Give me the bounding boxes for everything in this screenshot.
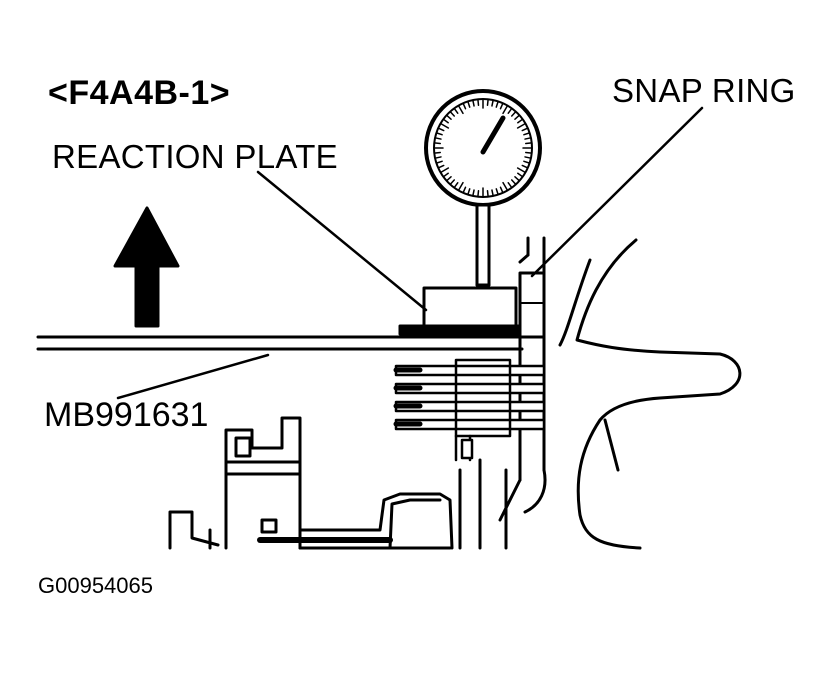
gauge-tick [499, 102, 504, 110]
gauge-tick [517, 118, 524, 124]
gauge-tick [442, 118, 449, 124]
gauge-tick [477, 98, 480, 106]
gauge-tick [495, 188, 499, 196]
gauge-tick [445, 114, 452, 120]
clutch-plate-stack [393, 358, 546, 462]
gauge-tick [435, 160, 443, 164]
gauge-tick [467, 188, 471, 196]
up-arrow-icon [113, 206, 180, 328]
gauge-tick [445, 176, 452, 182]
special-tool-label: MB991631 [44, 396, 209, 434]
gauge-tick [523, 160, 531, 164]
snap-ring [518, 271, 546, 339]
gauge-tick [462, 102, 467, 110]
gauge-tick [472, 189, 475, 197]
gauge-tick [495, 100, 499, 108]
tool-leader [116, 353, 270, 400]
gauge-tick [467, 100, 471, 108]
gauge-tick [511, 179, 517, 186]
gauge-tick [449, 179, 455, 186]
gauge-tick [491, 99, 494, 107]
gauge-tick [462, 186, 467, 194]
gauge-tick [521, 127, 529, 132]
gauge-tick [516, 122, 527, 129]
gauge-tick [453, 107, 459, 114]
gauge-tick [521, 164, 529, 169]
reaction-plate-block [422, 286, 518, 330]
snap-ring-leader [530, 106, 704, 278]
gauge-tick [442, 172, 449, 178]
gauge-tick [437, 127, 445, 132]
gauge-tick [511, 110, 517, 117]
gauge-tick [507, 182, 513, 189]
gauge-tick [517, 172, 524, 178]
gauge-tick [434, 156, 442, 159]
gauge-tick [514, 176, 521, 182]
gauge-tick [439, 167, 450, 174]
gauge-tick [524, 137, 532, 140]
snap-ring-label: SNAP RING [612, 72, 796, 109]
output-drum-profile [575, 238, 742, 550]
gauge-tick [453, 182, 459, 189]
gauge-tick [486, 190, 489, 198]
lower-internals [168, 416, 482, 550]
model-code-label: <F4A4B-1> [48, 74, 231, 112]
gauge-tick [507, 107, 513, 114]
reaction-plate-leader [256, 170, 428, 312]
gauge-tick [525, 142, 533, 145]
gauge-tick [439, 122, 450, 129]
gauge-tick [435, 132, 443, 136]
gauge-tick [525, 151, 533, 154]
gauge-tick [477, 190, 480, 198]
gauge-tick [472, 99, 475, 107]
gauge-tick [433, 151, 441, 154]
gauge-tick [491, 189, 494, 197]
figure-id-label: G00954065 [38, 573, 153, 598]
gauge-tick [486, 98, 489, 106]
gauge-tick [516, 167, 527, 174]
gauge-tick [499, 186, 504, 194]
gauge-tick [524, 156, 532, 159]
gauge-tick [449, 110, 455, 117]
reaction-plate-label: REACTION PLATE [52, 138, 338, 175]
gauge-tick [457, 104, 464, 115]
gauge-tick [434, 137, 442, 140]
gauge-tick [502, 104, 509, 115]
gauge-tick [457, 181, 464, 192]
gauge-tick [433, 142, 441, 145]
gauge-tick [502, 181, 509, 192]
special-tool-bar [36, 335, 524, 351]
gauge-tick [437, 164, 445, 169]
gauge-tick [523, 132, 531, 136]
dial-gauge-icon [424, 89, 542, 294]
gauge-tick [514, 114, 521, 120]
